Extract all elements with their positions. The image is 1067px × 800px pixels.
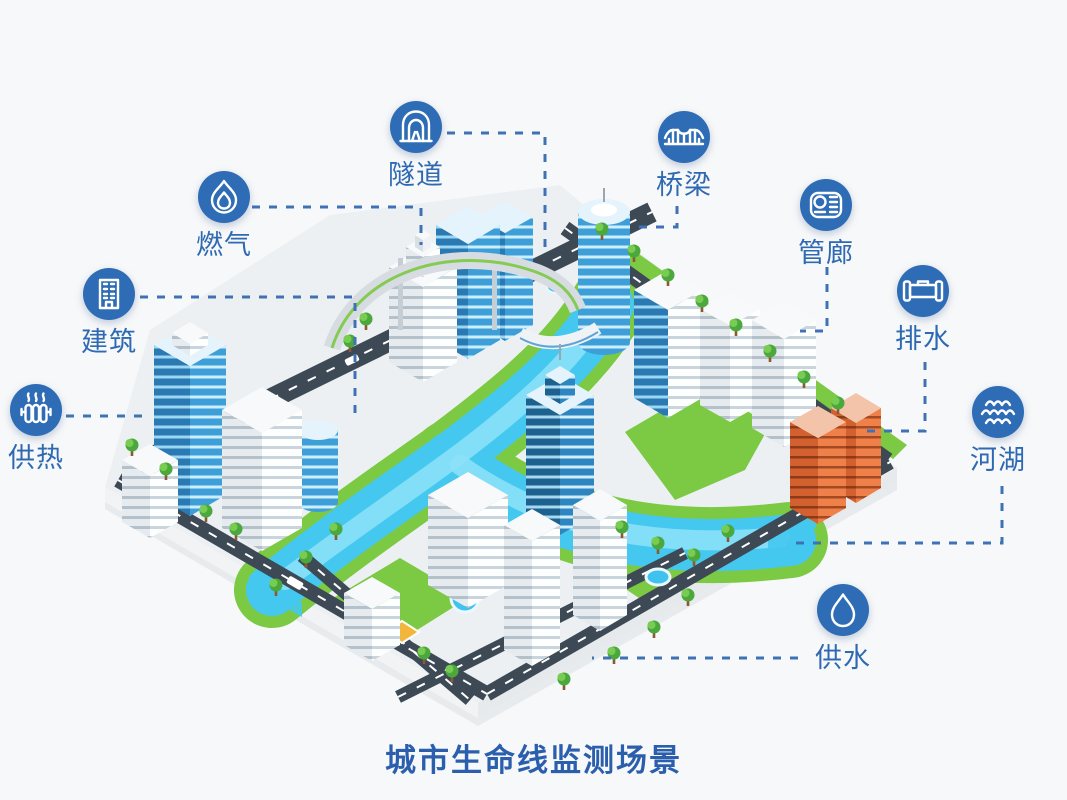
connector-pipe-gallery bbox=[800, 267, 829, 333]
connector-building bbox=[140, 295, 357, 418]
legend-label-bridge: 桥梁 bbox=[656, 170, 712, 200]
legend-label-building: 建筑 bbox=[81, 327, 137, 357]
legend-label-pipe-gallery: 管廊 bbox=[798, 238, 854, 268]
legend-label-gas: 燃气 bbox=[196, 230, 252, 260]
building-icon bbox=[83, 268, 135, 320]
connector-drainage bbox=[867, 362, 927, 433]
legend-label-water-supply: 供水 bbox=[815, 643, 871, 673]
legend-label-tunnel: 隧道 bbox=[388, 160, 444, 190]
connector-bridge bbox=[631, 206, 679, 229]
pipe-gallery-icon bbox=[800, 179, 852, 231]
tunnel-icon bbox=[390, 101, 442, 153]
waves-icon bbox=[972, 386, 1024, 438]
legend-label-drainage: 排水 bbox=[895, 324, 951, 354]
flame-icon bbox=[198, 171, 250, 223]
radiator-icon bbox=[10, 384, 62, 436]
connector-tunnel bbox=[447, 131, 547, 252]
connector-river-lake bbox=[792, 486, 1004, 545]
water-drop-icon bbox=[817, 584, 869, 636]
legend-label-heating: 供热 bbox=[8, 443, 64, 473]
building-cluster bbox=[122, 188, 881, 666]
legend-label-river-lake: 河湖 bbox=[970, 445, 1026, 475]
page-title: 城市生命线监测场景 bbox=[385, 743, 682, 778]
pipe-icon bbox=[897, 265, 949, 317]
bridge-icon bbox=[658, 111, 710, 163]
connector-gas bbox=[252, 205, 423, 245]
